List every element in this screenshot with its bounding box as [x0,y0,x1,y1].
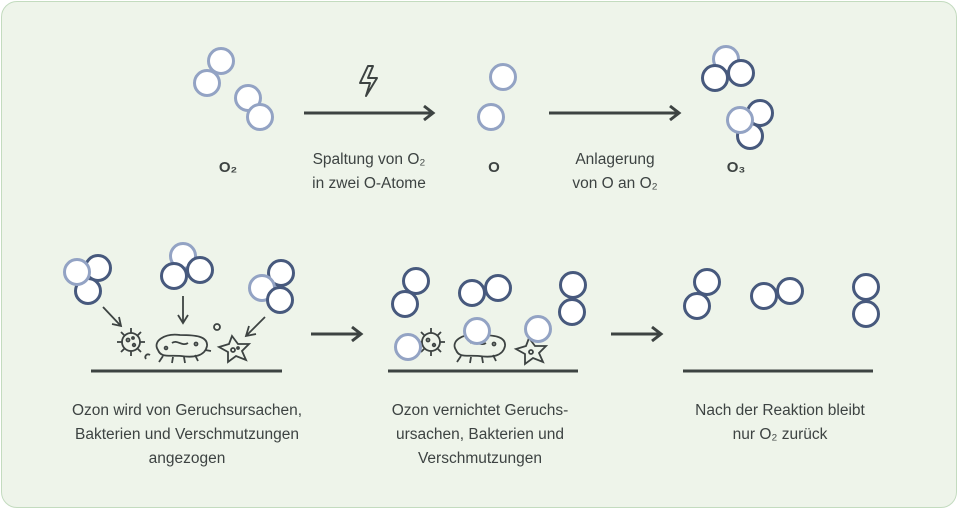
arrow-right-icon [304,104,436,122]
panel1-line2: Bakterien und Verschmutzungen [74,426,300,443]
panel1-line3: angezogen [148,450,226,467]
o2-molecule-2 [458,274,512,307]
o2-molecule-6 [852,273,880,328]
oxygen-atom-icon [489,63,517,91]
o2-molecule-top-1 [193,47,235,97]
ozone-molecule-3 [248,259,295,314]
virus-icon [216,334,252,364]
lightning-icon [359,65,378,97]
step2-line2: von O an O₂ [572,175,658,192]
step1-line1: Spaltung von O₂ [312,151,426,168]
step2-caption: Anlagerung von O an O₂ [545,148,685,196]
bacterium-icon [144,323,221,364]
ozone-molecule-2 [160,242,214,290]
oxygen-atom-icon [394,333,422,361]
o3-label: O₃ [726,159,746,176]
o2-molecule-top-2 [234,84,274,131]
virus-icon [513,336,549,366]
o2-molecule-4 [683,268,721,320]
arrow-right-icon [311,325,364,343]
o3-molecule-top-2 [726,99,774,150]
o2-molecule-3 [558,271,587,326]
panel1-line1: Ozon wird von Geruchsursachen, [71,402,303,419]
panel3-line2: nur O₂ zurück [732,426,828,443]
o2-label: O₂ [218,159,238,176]
panel2-line1: Ozon vernichtet Geruchs- [391,402,569,419]
oxygen-atom-icon [524,315,552,343]
ozone-molecule-1 [63,254,112,305]
germ-icon [417,328,445,356]
o2-molecule-1 [391,267,430,318]
step1-line2: in zwei O-Atome [312,175,426,192]
oxygen-atom-icon [463,317,491,345]
oxygen-atom-icon [477,103,505,131]
attraction-arrows [102,296,266,338]
o2-molecule-5 [750,277,804,310]
panel1-caption: Ozon wird von Geruchsursachen, Bakterien… [42,399,332,471]
panel2-line3: Verschmutzungen [417,450,543,467]
germ-icon [117,328,145,356]
o-label: O [488,159,500,176]
panel2-line2: ursachen, Bakterien und [395,426,565,443]
arrow-right-icon [611,325,664,343]
panel3-caption: Nach der Reaktion bleibt nur O₂ zurück [665,399,895,447]
panel3-line1: Nach der Reaktion bleibt [695,402,865,419]
o3-molecule-top-1 [701,45,755,92]
arrow-right-icon [549,104,682,122]
panel2-caption: Ozon vernichtet Geruchs- ursachen, Bakte… [365,399,595,471]
step1-caption: Spaltung von O₂ in zwei O-Atome [289,148,449,196]
step2-line1: Anlagerung [575,151,655,168]
